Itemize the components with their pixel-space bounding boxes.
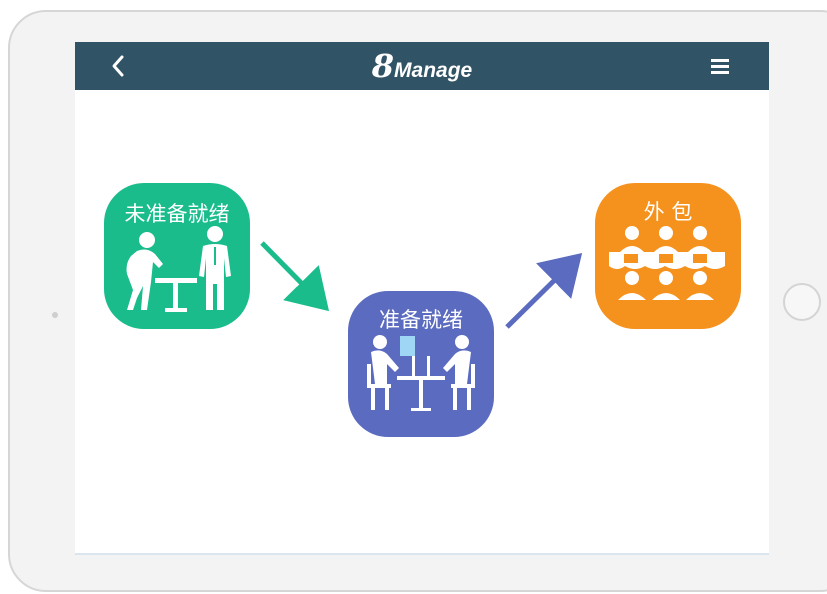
workflow-step-outsource[interactable]: [595, 183, 741, 329]
back-button[interactable]: [105, 52, 133, 80]
logo-name: Manage: [394, 59, 473, 82]
home-button[interactable]: [783, 283, 821, 321]
menu-button[interactable]: [709, 56, 731, 76]
app-header: 8Manage: [75, 42, 769, 90]
camera-dot: [52, 312, 58, 318]
step-label-ready: 准备就绪: [379, 308, 463, 332]
flow-arrow-1: [260, 241, 330, 312]
chevron-left-icon: [112, 55, 124, 77]
workflow-diagram: [104, 183, 741, 437]
step-label-outsource: 外 包: [643, 200, 693, 224]
laptops: [624, 254, 707, 263]
workflow-step-ready[interactable]: [348, 291, 494, 437]
logo-number: 8: [371, 47, 395, 85]
workflow-step-not-ready[interactable]: [104, 183, 250, 329]
two-people-at-desk-icon: [367, 335, 475, 411]
app-logo: 8Manage: [75, 47, 769, 85]
hamburger-menu-icon: [711, 59, 729, 74]
tie: [214, 247, 216, 265]
paper-icon: [400, 336, 415, 356]
step-card-background: [348, 291, 494, 437]
step-label-not-ready: 未准备就绪: [124, 202, 230, 226]
flow-arrow-2: [505, 252, 583, 329]
step-card-background: [104, 183, 250, 329]
app-screen: 未准备就绪 准备就绪 外 包 8Manage: [75, 42, 769, 555]
two-people-standing-icon: [126, 226, 231, 312]
